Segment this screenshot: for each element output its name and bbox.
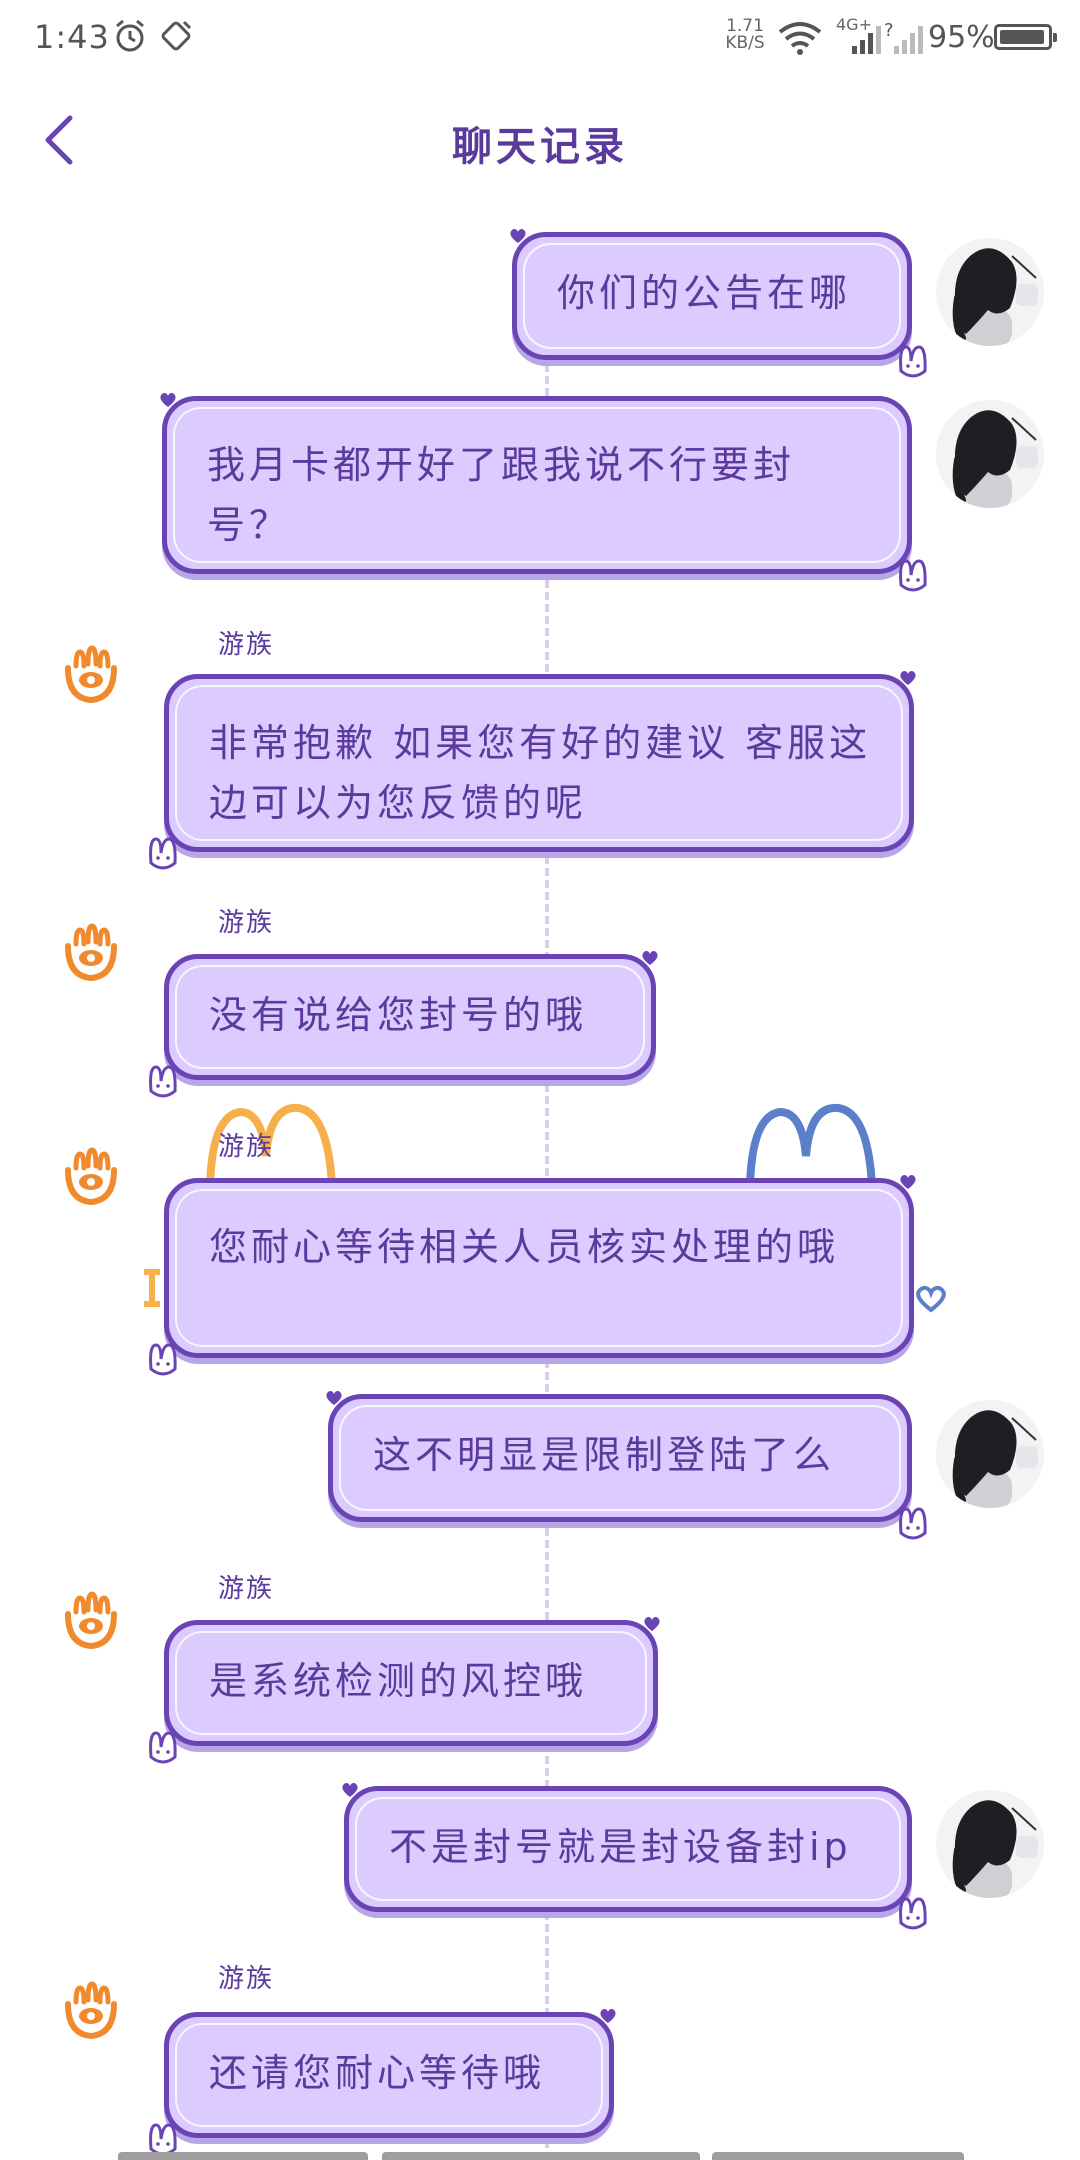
bunny-icon [899,1897,927,1930]
bunny-icon [149,1731,177,1764]
bottom-tab-3[interactable] [712,2152,964,2160]
header: 聊天记录 [0,80,1080,200]
message-text: 这不明显是限制登陆了么 [373,1433,836,1477]
heart-icon [600,2008,616,2023]
user-message-bubble[interactable]: 你们的公告在哪 [510,228,927,378]
user-message-bubble[interactable]: 这不明显是限制登陆了么 [326,1390,927,1540]
agent-avatar-icon[interactable] [60,1980,122,2042]
back-button[interactable] [36,112,84,168]
orange-bracket-decoration [144,1269,160,1307]
message-text: 我月卡都开好了跟我说不行要封号？ [207,443,796,547]
user-message-bubble[interactable]: 不是封号就是封设备封ip [342,1782,927,1930]
network-type: 4G+ [836,15,872,34]
message-text: 您耐心等待相关人员核实处理的哦 [209,1225,840,1269]
message-text: 你们的公告在哪 [557,271,852,315]
heart-icon [900,670,916,685]
message-text: 没有说给您封号的哦 [209,993,588,1037]
orange-bunny-ears-decoration [206,1103,336,1186]
agent-name: 游族 [218,908,275,938]
battery-level [1000,30,1044,44]
status-time: 1:43 [34,18,110,56]
bunny-icon [899,345,927,378]
bunny-icon [149,1065,177,1098]
battery-icon [994,24,1057,50]
message-text: 不是封号就是封设备封ip [389,1825,852,1869]
heart-icon [326,1390,342,1405]
alarm-icon [116,19,144,52]
agent-name: 游族 [218,630,275,660]
agent-avatar-icon[interactable] [60,1146,122,1208]
message-text: 非常抱歉 如果您有好的建议 客服这边可以为您反馈的呢 [209,721,872,825]
chevron-left-icon [45,115,73,165]
blue-bunny-ears-decoration [746,1103,876,1186]
agent-avatar-icon[interactable] [60,922,122,984]
bottom-tab-2[interactable] [382,2152,700,2160]
svg-text:?: ? [884,20,894,41]
agent-avatar-icon[interactable] [60,644,122,706]
bottom-tab-1[interactable] [118,2152,368,2160]
net-speed: 1.71 KB/S [722,18,768,52]
user-message-bubble[interactable]: 我月卡都开好了跟我说不行要封号？ [160,392,927,592]
bunny-icon [899,559,927,592]
user-avatar[interactable] [936,238,1044,346]
battery-percent: 95% [928,20,995,55]
page-title: 聊天记录 [452,124,628,170]
user-avatar[interactable] [936,1400,1044,1508]
blue-heart-decoration [916,1285,946,1313]
bunny-icon [149,2123,177,2156]
status-bar: 1:43 1.71 KB/S 4G+ ? 95% [0,0,1080,80]
heart-icon [900,1174,916,1189]
bunny-icon [149,837,177,870]
agent-message-bubble[interactable]: 您耐心等待相关人员核实处理的哦 [149,1174,916,1376]
agent-name: 游族 [218,1574,275,1604]
bunny-icon [899,1507,927,1540]
net-speed-unit: KB/S [725,33,765,53]
heart-icon [642,950,658,965]
signal-icon: ? [852,20,923,54]
agent-message-bubble[interactable]: 非常抱歉 如果您有好的建议 客服这边可以为您反馈的呢 [149,670,916,870]
heart-icon [160,392,176,407]
agent-name: 游族 [218,1964,275,1994]
message-text: 是系统检测的风控哦 [209,1659,588,1703]
wifi-icon [778,22,822,55]
bunny-icon [149,1343,177,1376]
agent-message-bubble[interactable]: 还请您耐心等待哦 [149,2008,616,2156]
agent-message-bubble[interactable]: 是系统检测的风控哦 [149,1616,660,1764]
user-avatar[interactable] [936,1790,1044,1898]
rotate-lock-icon [161,20,192,51]
net-speed-value: 1.71 [726,16,764,36]
message-text: 还请您耐心等待哦 [209,2051,546,2095]
agent-name: 游族 [218,1132,275,1162]
agent-message-bubble[interactable]: 没有说给您封号的哦 [149,950,658,1098]
heart-icon [644,1616,660,1631]
heart-icon [342,1782,358,1797]
heart-icon [510,228,526,243]
user-avatar[interactable] [936,400,1044,508]
agent-avatar-icon[interactable] [60,1590,122,1652]
